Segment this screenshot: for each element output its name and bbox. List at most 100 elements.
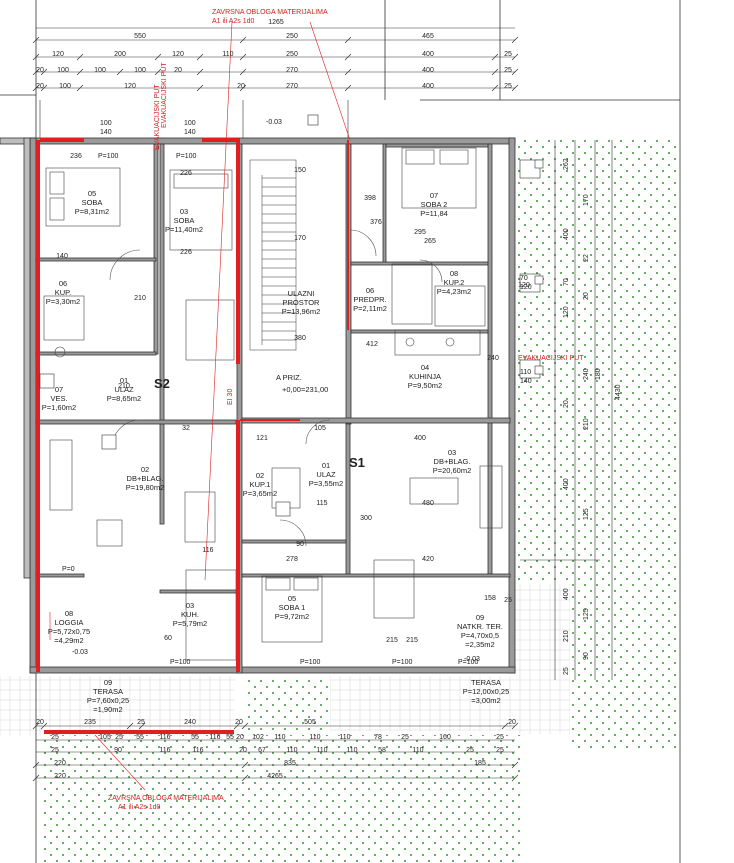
- dimension-label: 25: [496, 747, 504, 754]
- room-name: KUP.1: [250, 480, 271, 489]
- dimension-label: 116: [159, 734, 170, 741]
- dimension-label: 240: [184, 719, 196, 726]
- room-name: SOBA: [82, 198, 103, 207]
- window-tag-height: 120: [520, 284, 532, 291]
- room-name: KUH.: [181, 610, 199, 619]
- dimension-label-inner: 25: [504, 597, 512, 604]
- dimension-label: 270: [286, 67, 298, 74]
- dimension-label: 235: [84, 719, 96, 726]
- dimension-label: 110: [339, 734, 350, 741]
- bed-s2-03: [169, 169, 233, 251]
- room-name: DB+BLAG.: [434, 457, 471, 466]
- dimension-label: 220: [54, 760, 66, 767]
- window-tag-width: 100: [184, 120, 196, 127]
- dimension-label: 220: [54, 773, 66, 780]
- dimension-tick: [239, 36, 247, 44]
- dimension-label-inner: 90: [296, 541, 304, 548]
- dimension-label: 90: [114, 747, 122, 754]
- dimension-label: 20: [236, 734, 244, 741]
- room-area: P=7,60x0,25: [87, 696, 129, 705]
- bath-s1: [391, 263, 433, 325]
- dimension-label: 20: [174, 67, 182, 74]
- room-area-2: =1,90m2: [93, 705, 122, 714]
- room-area: P=2,11m2: [353, 304, 387, 313]
- dimension-label: 160: [439, 734, 451, 741]
- room-area: P=8,65m2: [107, 394, 141, 403]
- room-number: 07: [430, 191, 438, 200]
- room-name: PREDPR.: [353, 295, 386, 304]
- note-finish-top-2: A1 ili A2s 1d0: [212, 18, 255, 25]
- dimension-label: 25: [51, 734, 59, 741]
- dimension-tick: [32, 84, 40, 92]
- window-tag-height: 140: [520, 378, 532, 385]
- dimension-label-right: 262: [563, 158, 570, 170]
- room-name: ULAZ: [114, 385, 134, 394]
- room-name: VES.: [50, 394, 67, 403]
- dimension-label-right: 70: [563, 278, 570, 286]
- dimension-label: 58: [378, 747, 386, 754]
- room-number: 05: [88, 189, 96, 198]
- dimension-label: 100: [59, 83, 71, 90]
- dimension-tick: [76, 68, 84, 76]
- dimension-label-inner: 60: [164, 635, 172, 642]
- window-tag-width: 100: [100, 120, 112, 127]
- dimension-label: 25: [401, 734, 409, 741]
- wardrobe-s1: [434, 285, 486, 327]
- table-s2: [96, 519, 123, 547]
- room-area: P=20,60m2: [433, 466, 472, 475]
- dimension-label-inner: 240: [487, 355, 499, 362]
- room-area-2: =2,35m2: [465, 640, 494, 649]
- room-area: P=1,60m2: [42, 403, 76, 412]
- dimension-tick: [511, 84, 519, 92]
- room-name: TERASA: [93, 687, 123, 696]
- dimension-label: 25: [466, 747, 474, 754]
- dimension-tick: [138, 722, 146, 730]
- dimension-label: 100: [134, 67, 146, 74]
- dimension-tick: [241, 722, 249, 730]
- room-area-2: =4,29m2: [54, 636, 83, 645]
- dimension-tick: [196, 53, 204, 61]
- dimension-tick: [511, 774, 519, 782]
- dimension-label-right: 210: [583, 418, 590, 430]
- room-number: 03: [186, 601, 194, 610]
- room-area: P=11,40m2: [165, 225, 203, 234]
- dimension-label: 20: [235, 719, 243, 726]
- dimension-tick: [239, 84, 247, 92]
- room-number: 03: [448, 448, 456, 457]
- room-name: DB+BLAG.: [127, 474, 164, 483]
- level-terrace: -0.03: [464, 656, 480, 663]
- parapet-label: P=100: [98, 153, 119, 160]
- dimension-label-right: 125: [583, 508, 590, 520]
- garden-right: [515, 140, 680, 584]
- dimension-label: 67: [258, 747, 266, 754]
- dimension-tick: [32, 761, 40, 769]
- room-area: P=8,31m2: [75, 207, 109, 216]
- dimension-label-inner: 215: [386, 637, 398, 644]
- dimension-label: 120: [52, 51, 64, 58]
- dimension-tick: [511, 722, 519, 730]
- dimension-tick: [511, 68, 519, 76]
- room-name: TERASA: [471, 678, 501, 687]
- dimension-tick: [344, 36, 352, 44]
- dimension-label-inner: 140: [56, 253, 68, 260]
- dim-chains-bottom: [36, 725, 515, 779]
- dimension-label: 20: [36, 719, 44, 726]
- sofa-s1: [479, 465, 503, 529]
- room-number: 08: [450, 269, 458, 278]
- dimension-tick: [32, 68, 40, 76]
- dimension-tick: [344, 68, 352, 76]
- dimension-tick: [511, 53, 519, 61]
- entrance-label: A PRIZ.: [276, 373, 302, 382]
- dimension-label: 110: [346, 747, 357, 754]
- dimension-label: 55: [191, 734, 199, 741]
- wardrobe-s2: [185, 299, 235, 361]
- dimension-label-inner: 265: [424, 238, 436, 245]
- dimension-label-inner: 400: [414, 435, 426, 442]
- dimension-tick: [32, 53, 40, 61]
- dimension-tick: [239, 53, 247, 61]
- room-number: 08: [65, 609, 73, 618]
- room-area: P=9,50m2: [408, 381, 442, 390]
- room-area: P=3,30m2: [46, 297, 80, 306]
- dimension-label: 55: [136, 734, 144, 741]
